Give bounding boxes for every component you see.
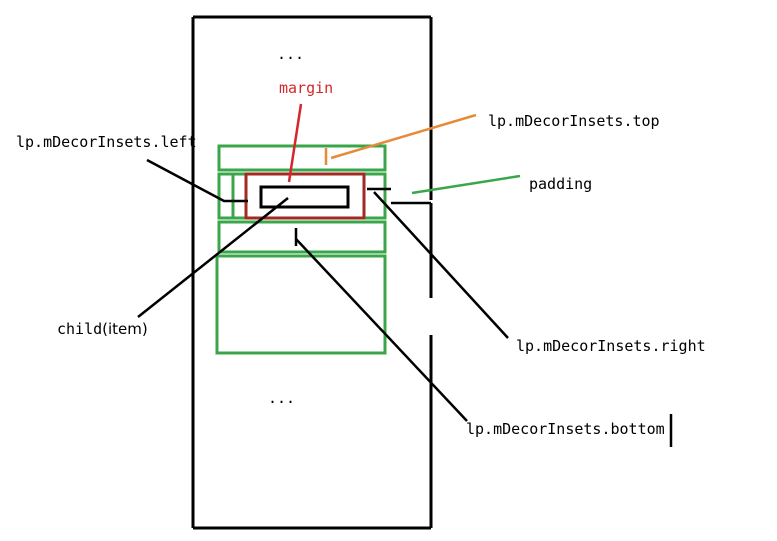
decor-bottom-leader — [295, 238, 468, 422]
child-label: child(item) — [57, 320, 148, 338]
next-item-box — [215, 254, 387, 355]
decor-left-label: lp.mDecorInsets.left — [16, 133, 197, 151]
decor-bottom-box — [217, 220, 387, 254]
margin-label: margin — [279, 79, 333, 97]
child-label-suffix: (item) — [102, 320, 148, 338]
decor-right-label: lp.mDecorInsets.right — [516, 337, 706, 355]
padding-leader — [411, 174, 521, 195]
child-leader — [137, 197, 289, 318]
decor-left-leader — [146, 158, 248, 203]
recyclerview-frame — [191, 15, 433, 530]
top-ellipsis: ... — [277, 45, 304, 63]
margin-leader — [287, 103, 303, 183]
child-item-box — [259, 185, 350, 209]
decor-top-leader — [330, 113, 477, 160]
decor-bottom-label: lp.mDecorInsets.bottom — [466, 420, 665, 438]
padding-label: padding — [529, 175, 592, 193]
decor-middle-box — [217, 172, 387, 220]
decor-top-box — [217, 144, 387, 172]
item-decor-boxes — [215, 144, 387, 355]
decor-right-leader — [373, 191, 509, 339]
bottom-ellipsis: ... — [268, 389, 295, 407]
margin-box — [244, 172, 366, 220]
decor-top-label: lp.mDecorInsets.top — [488, 112, 660, 130]
child-label-prefix: child — [57, 320, 102, 338]
